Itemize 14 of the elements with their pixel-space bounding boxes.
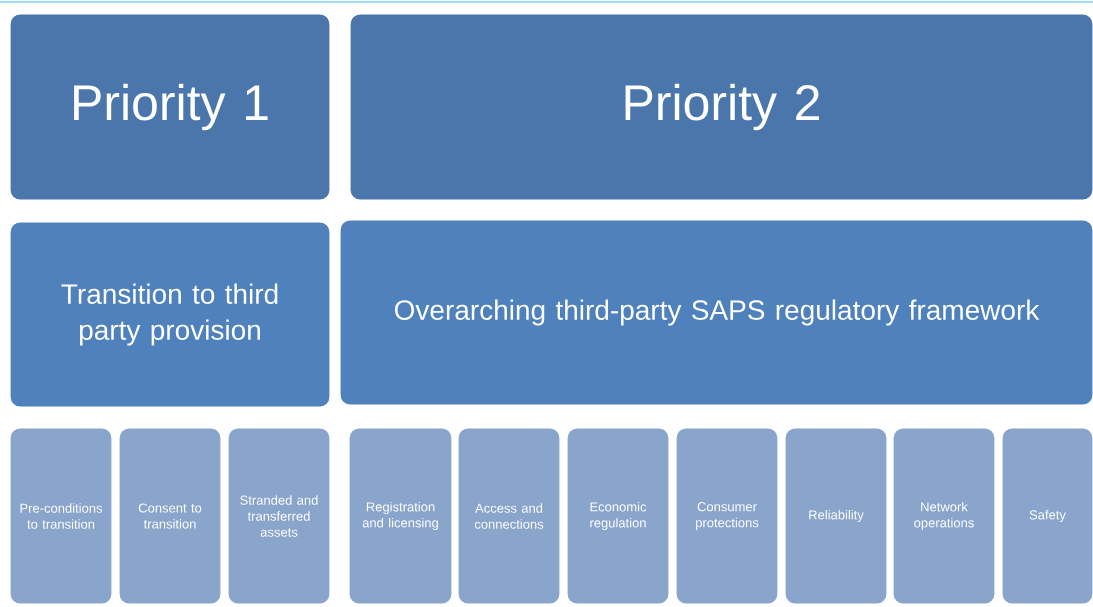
priority-box: Priority 1 [9,13,331,201]
topic-box: Stranded and transferred assets [227,427,331,605]
category-box: Overarching third-party SAPS regulatory framework [339,219,1093,406]
topic-box: Consent to transition [118,427,222,605]
topic-box: Network operations [892,427,996,605]
topic-box: Consumer protections [675,427,779,605]
topic-box: Registration and licensing [348,427,453,605]
category-box: Transition to third party provision [9,221,331,408]
topic-box: Economic regulation [566,427,670,605]
topic-box: Access and connections [457,427,561,605]
topic-box: Pre-conditions to transition [9,427,113,605]
topic-box: Safety [1001,427,1093,605]
priority-box: Priority 2 [349,13,1093,201]
topic-box: Reliability [784,427,888,605]
